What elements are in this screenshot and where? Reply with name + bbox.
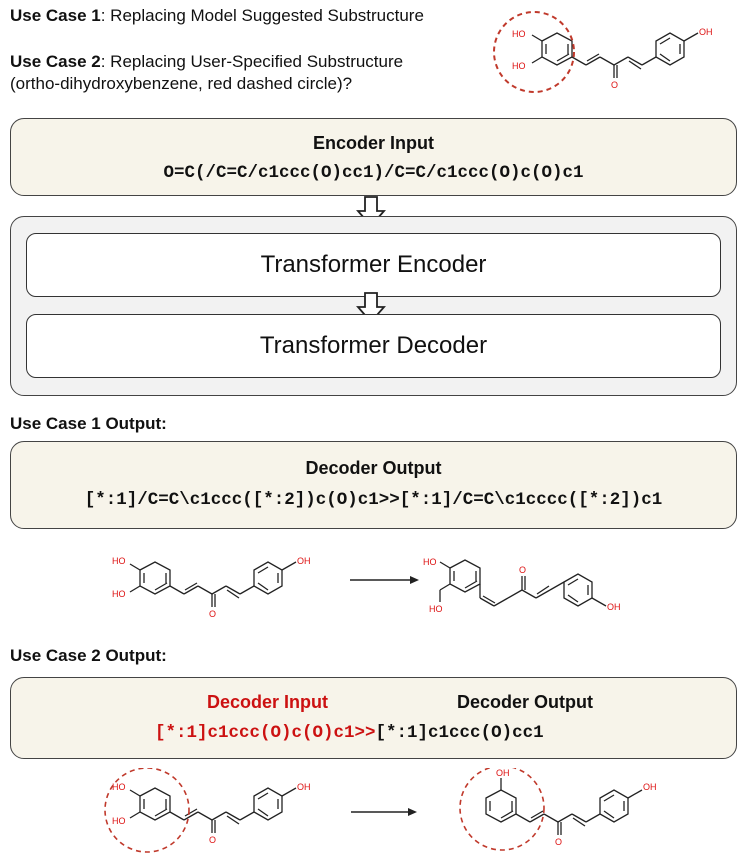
use-case-2-label: Use Case 2: [10, 52, 101, 71]
header-molecule: HO HO O OH: [493, 11, 713, 93]
atom-label-oh: OH: [699, 27, 713, 37]
use-case-1-label: Use Case 1: [10, 6, 101, 25]
atom-label-oh: OH: [607, 602, 621, 612]
transformer-encoder-box: Transformer Encoder: [26, 233, 721, 297]
decoder-input-smiles: [*:1]c1ccc(O)c(O)c1>>: [155, 723, 376, 743]
use-case-2-text-line2: (ortho-dihydroxybenzene, red dashed circ…: [10, 74, 353, 93]
atom-label-ho: HO: [429, 604, 443, 614]
decoder-input-title: Decoder Input: [207, 692, 329, 712]
atom-label-oh: OH: [496, 768, 510, 778]
use-case-2-decoder-box: Decoder Input Decoder Output [*:1]c1ccc(…: [10, 677, 737, 759]
use-case-1-heading: Use Case 1 Output:: [10, 414, 167, 433]
encoder-input-smiles: O=C(/C=C/c1ccc(O)cc1)/C=C/c1ccc(O)c(O)c1: [163, 163, 584, 183]
decoder-output-smiles: [*:1]/C=C\c1ccc([*:2])c(O)c1>>[*:1]/C=C\…: [84, 490, 663, 510]
use-case-1-text: : Replacing Model Suggested Substructure: [100, 6, 424, 25]
atom-label-ho: HO: [112, 816, 126, 826]
atom-label-o: O: [611, 80, 618, 90]
use-case-2-heading: Use Case 2 Output:: [10, 646, 167, 665]
transformer-encoder-label: Transformer Encoder: [260, 251, 487, 278]
encoder-input-box: Encoder Input O=C(/C=C/c1ccc(O)cc1)/C=C/…: [10, 118, 737, 196]
atom-label-ho: HO: [112, 782, 126, 792]
decoder-smiles-line: [*:1]c1ccc(O)c(O)c1>>[*:1]c1ccc(O)cc1: [155, 723, 544, 743]
left-highlight-dashed-circle: [104, 768, 190, 853]
decoder-output-title: Decoder Output: [457, 692, 594, 712]
use-case-2-reaction: HO HO O OH OH O OH: [104, 768, 657, 853]
use-case-1-description: Use Case 1: Replacing Model Suggested Su…: [10, 6, 424, 26]
use-case-1-reaction: HO HO O OH HO HO O OH: [112, 556, 621, 619]
transformer-decoder-box: Transformer Decoder: [26, 314, 721, 378]
atom-label-o: O: [209, 609, 216, 619]
decoder-output-title: Decoder Output: [305, 458, 442, 478]
use-case-1-decoder-output-box: Decoder Output [*:1]/C=C\c1ccc([*:2])c(O…: [10, 441, 737, 529]
atom-label-o: O: [555, 837, 562, 847]
atom-label-oh: OH: [297, 556, 311, 566]
atom-label-ho: HO: [423, 557, 437, 567]
atom-label-o: O: [519, 565, 526, 575]
encoder-input-title: Encoder Input: [313, 133, 434, 153]
atom-label-o: O: [209, 835, 216, 845]
right-highlight-dashed-circle: [459, 768, 545, 851]
decoder-output-smiles: [*:1]c1ccc(O)cc1: [375, 723, 544, 743]
transformer-decoder-label: Transformer Decoder: [259, 332, 488, 359]
highlight-dashed-circle: [493, 11, 575, 93]
atom-label-ho: HO: [512, 29, 526, 39]
right-arrow-icon: [351, 808, 417, 816]
use-case-2-description: Use Case 2: Replacing User-Specified Sub…: [10, 52, 403, 72]
atom-label-ho: HO: [512, 61, 526, 71]
atom-label-ho: HO: [112, 589, 126, 599]
atom-label-oh: OH: [643, 782, 657, 792]
use-case-2-text: : Replacing User-Specified Substructure: [100, 52, 404, 71]
atom-label-oh: OH: [297, 782, 311, 792]
atom-label-ho: HO: [112, 556, 126, 566]
right-arrow-icon: [350, 576, 419, 584]
